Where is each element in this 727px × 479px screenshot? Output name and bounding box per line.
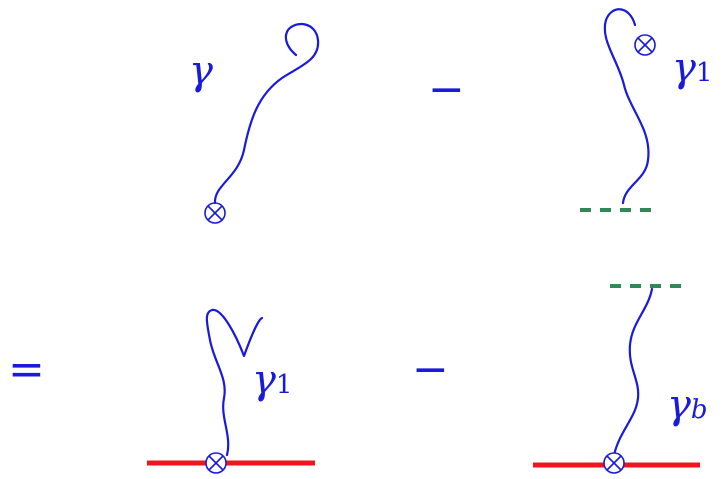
curve-gamma1 — [603, 8, 650, 205]
gamma-label: γ — [189, 48, 213, 94]
otimes-icon — [204, 202, 226, 224]
curve-gamma1-boundary — [205, 308, 264, 457]
gamma1-label: γ1 — [672, 45, 712, 91]
row1-term2: γ1 — [580, 8, 712, 212]
equals-operator: = — [8, 344, 45, 395]
otimes-icon — [603, 452, 625, 474]
gamma1-label: γ1 — [252, 357, 292, 403]
curve-gammab — [612, 287, 654, 457]
otimes-icon — [205, 452, 227, 474]
curve-gamma — [213, 22, 320, 205]
gammab-label: γb — [667, 382, 708, 428]
minus-operator-row2: − — [412, 344, 449, 395]
row2-term2: γb — [533, 284, 708, 474]
gamma1-subscript: 1 — [696, 58, 713, 88]
minus-operator-row1: − — [428, 64, 465, 115]
row2-term1: γ1 — [147, 308, 315, 474]
gammab-subscript: b — [691, 395, 708, 425]
otimes-icon — [634, 34, 656, 56]
gamma1-subscript: 1 — [276, 370, 293, 400]
row1-term1: γ — [189, 22, 320, 224]
